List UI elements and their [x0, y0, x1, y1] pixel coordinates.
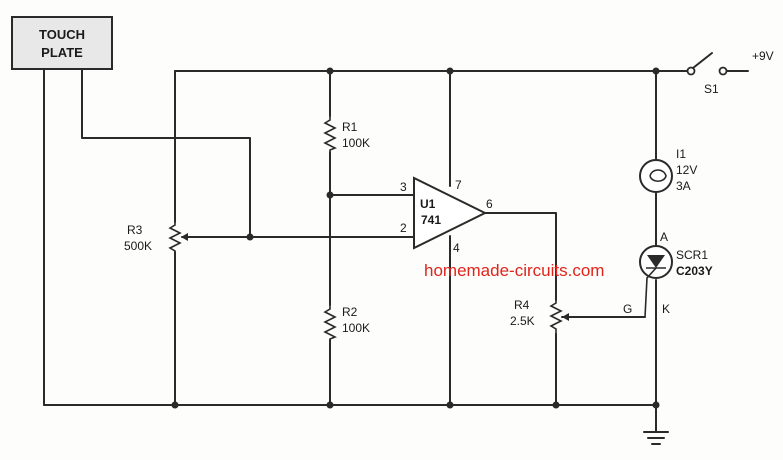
junction-dot: [446, 67, 454, 75]
wires: [43, 68, 749, 433]
touch-plate-label-1: TOUCH: [39, 27, 85, 42]
lamp-i1: I1 12V 3A: [639, 147, 697, 193]
junction-dot: [326, 191, 334, 199]
r3-wiper-arrow-icon: [181, 233, 188, 241]
scr-gate-lead: [644, 267, 657, 318]
plate-signal-wire: [81, 68, 251, 237]
touch-plate-box: [11, 16, 113, 70]
r2-name: R2: [342, 305, 358, 319]
resistor-r1: R1 100K: [323, 116, 370, 152]
junction-dot: [326, 401, 334, 409]
lamp-voltage: 12V: [676, 163, 697, 177]
pin-3-label: 3: [400, 180, 407, 194]
resistor-r2: R2 100K: [323, 305, 370, 340]
switch-contact-left: [686, 66, 696, 76]
r2-value: 100K: [342, 321, 370, 335]
lamp-current: 3A: [676, 179, 691, 193]
r3-value: 500K: [124, 239, 152, 253]
switch-contact-right: [718, 66, 728, 76]
potentiometer-r4: R4 2.5K: [510, 298, 569, 334]
junction-dot: [652, 401, 660, 409]
junction-dot: [326, 67, 334, 75]
ground-symbol-icon: [643, 431, 669, 445]
lamp-filament: [649, 169, 667, 183]
watermark: homemade-circuits.com: [424, 261, 604, 280]
junction-dot: [552, 401, 560, 409]
scr-diode-icon: [647, 255, 665, 268]
r1-zigzag: [323, 116, 337, 152]
opamp-name: U1: [420, 197, 436, 211]
scr-cathode-label: K: [662, 302, 670, 316]
opamp-triangle: [413, 176, 488, 250]
pin-6-label: 6: [486, 197, 493, 211]
switch-s1: S1 +9V: [655, 49, 774, 96]
switch-lever: [692, 52, 713, 69]
r4-name: R4: [514, 298, 530, 312]
r2-zigzag: [323, 305, 337, 340]
potentiometer-r3: R3 500K: [124, 222, 192, 253]
r4-zigzag: [549, 300, 563, 334]
r3-name: R3: [127, 223, 143, 237]
r1-name: R1: [342, 120, 358, 134]
pin-2-label: 2: [400, 221, 407, 235]
junction-dot: [171, 401, 179, 409]
opamp-u1: U1 741 3 2 7 4 6: [400, 176, 493, 255]
scr1: A SCR1 C203Y G K: [623, 230, 713, 318]
lamp-name: I1: [676, 147, 686, 161]
scr-gate-label: G: [623, 302, 632, 316]
r4-wiper-arrow-icon: [562, 313, 569, 321]
pin-7-label: 7: [455, 178, 462, 192]
r4-value: 2.5K: [510, 314, 535, 328]
junction-dot: [246, 233, 254, 241]
scr-anode-label: A: [660, 230, 668, 244]
junction-dot: [446, 401, 454, 409]
opamp-part: 741: [421, 213, 441, 227]
touch-plate-label-2: PLATE: [41, 45, 83, 60]
r3-zigzag: [168, 222, 182, 252]
pin-4-label: 4: [453, 241, 460, 255]
switch-label: S1: [704, 82, 719, 96]
scr-part: C203Y: [676, 264, 713, 278]
touch-plate: TOUCH PLATE: [11, 16, 113, 70]
supply-label: +9V: [752, 49, 774, 63]
output-wire: [484, 212, 557, 301]
scr-name: SCR1: [676, 248, 708, 262]
r1-value: 100K: [342, 136, 370, 150]
junctions: [171, 67, 660, 409]
lamp-bulb-icon: [639, 159, 673, 193]
